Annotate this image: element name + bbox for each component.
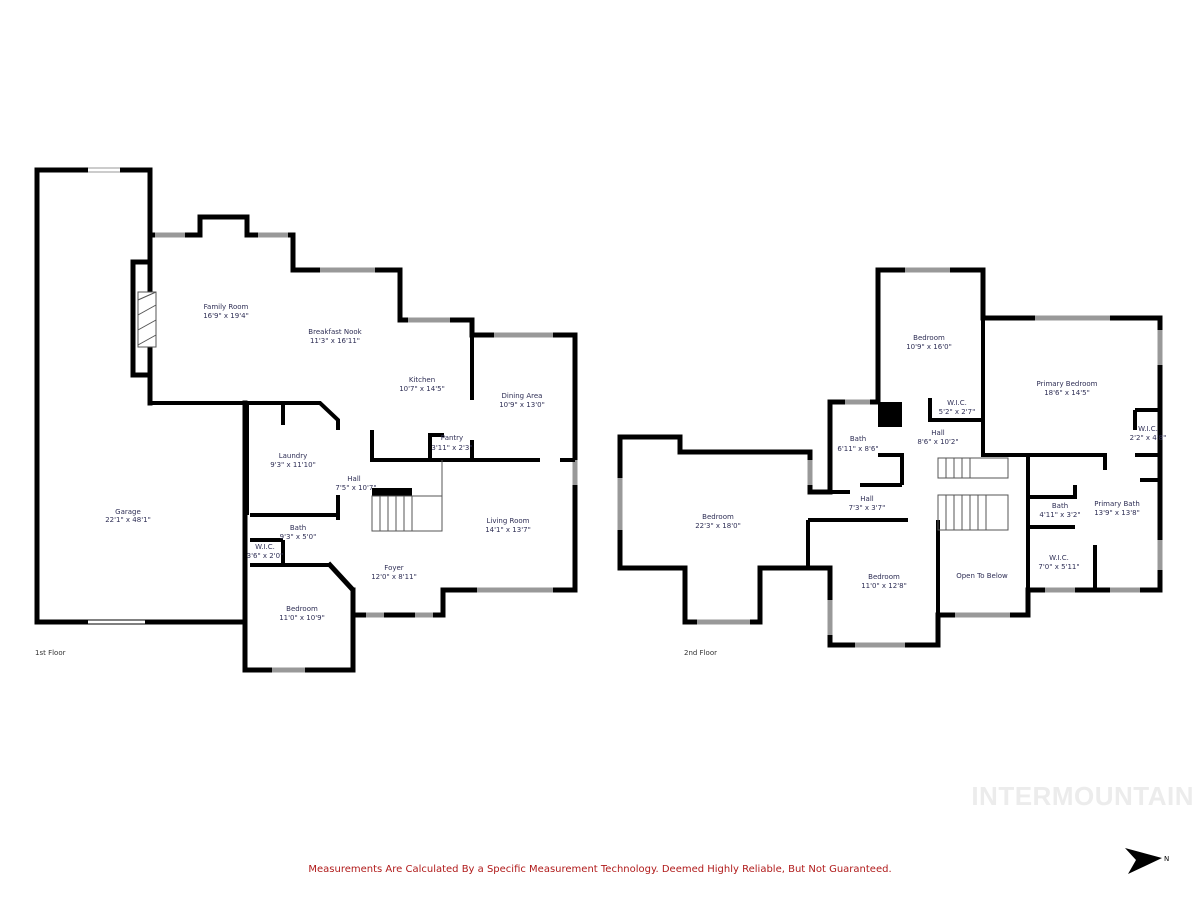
room-dims: 5'2" x 2'7" [939,408,976,416]
room-name: W.I.C. [1049,554,1069,562]
room-name: Pantry [441,434,463,442]
room-name: Bath [1052,502,1068,510]
room-name: Bath [290,524,306,532]
room-name: Open To Below [956,572,1008,580]
first-floor-plan: 1st Floor [34,167,578,673]
room-labels-1st: Garage 22'1" x 48'1" Family Room 16'9" x… [105,303,545,622]
room-dims: 22'3" x 18'0" [695,522,741,530]
room-name: Bath [850,435,866,443]
room-dims: 10'9" x 16'0" [906,343,952,351]
room-name: Bedroom [286,605,318,613]
room-dims: 9'3" x 5'0" [280,533,317,541]
room-name: Bedroom [913,334,945,342]
windows [617,267,1163,648]
room-dims: 11'0" x 10'9" [279,614,325,622]
staircase-icon [937,457,1009,531]
room-dims: 6'11" x 8'6" [837,445,878,453]
room-dims: 18'6" x 14'5" [1044,389,1090,397]
room-name: Foyer [384,564,404,572]
room-dims: 22'1" x 48'1" [105,516,151,524]
room-dims: 7'3" x 3'7" [849,504,886,512]
room-name: Family Room [204,303,249,311]
room-name: Breakfast Nook [308,328,362,336]
floor-label: 2nd Floor [684,649,717,657]
room-dims: 16'9" x 19'4" [203,312,249,320]
room-name: Primary Bath [1094,500,1140,508]
floor-label: 1st Floor [35,649,66,657]
room-name: W.I.C. [1138,425,1158,433]
room-name: Bedroom [868,573,900,581]
room-dims: 8'6" x 10'2" [917,438,958,446]
room-dims: 10'7" x 14'5" [399,385,445,393]
room-dims: 9'3" x 11'10" [270,461,316,469]
room-dims: 2'2" x 4'8" [1130,434,1167,442]
room-name: Dining Area [502,392,543,400]
room-labels-2nd: Bedroom 10'9" x 16'0" Primary Bedroom 18… [695,334,1166,590]
room-name: Living Room [487,517,530,525]
room-name: Hall [347,475,360,483]
room-name: Garage [115,508,141,516]
windows [155,232,578,673]
room-name: Hall [931,429,944,437]
room-name: Primary Bedroom [1037,380,1098,388]
room-dims: 10'9" x 13'0" [499,401,545,409]
watermark-logo: INTERMOUNTAIN [971,781,1194,811]
room-dims: 3'11" x 2'3" [431,444,472,452]
room-name: Laundry [279,452,308,460]
interior-walls [150,320,575,567]
room-dims: 3'6" x 2'0" [247,552,284,560]
interior-walls [806,318,1160,615]
room-name: W.I.C. [255,543,275,551]
garage-walls [34,167,356,673]
room-dims: 13'9" x 13'8" [1094,509,1140,517]
room-dims: 14'1" x 13'7" [485,526,531,534]
second-floor-plan: 2nd Floor [617,267,1163,657]
compass-label: N [1164,855,1169,863]
room-dims: 7'0" x 5'11" [1038,563,1079,571]
room-dims: 7'5" x 10'7" [335,484,376,492]
upper-outer-walls [617,267,1163,648]
staircase-icon [371,460,443,532]
room-name: W.I.C. [947,399,967,407]
room-name: Bedroom [702,513,734,521]
disclaimer: Measurements Are Calculated By a Specifi… [308,864,892,875]
room-dims: 4'11" x 3'2" [1039,511,1080,519]
room-dims: 11'0" x 12'8" [861,582,907,590]
room-dims: 12'0" x 8'11" [371,573,417,581]
room-name: Hall [860,495,873,503]
stair-landing [372,488,412,496]
chimney-block [878,402,902,427]
north-arrow-icon: N [1125,848,1169,874]
room-dims: 11'3" x 16'11" [310,337,360,345]
house-outer-walls [130,214,578,618]
room-name: Kitchen [409,376,435,384]
fireplace-icon [137,291,157,348]
